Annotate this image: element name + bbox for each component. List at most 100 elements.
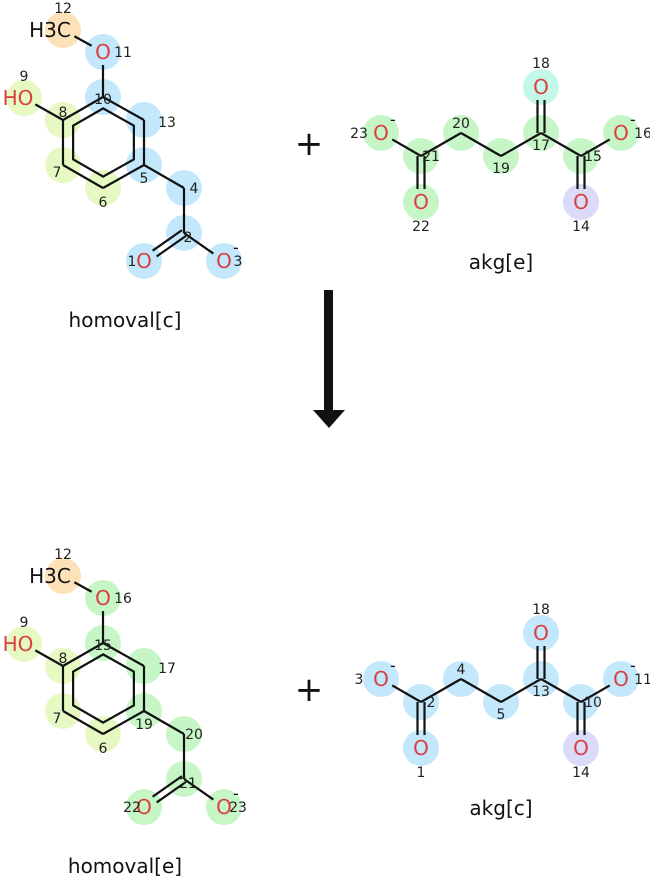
atom-symbol: O xyxy=(573,736,589,760)
single-bond xyxy=(143,710,185,735)
atom-highlight xyxy=(6,626,42,662)
atom-symbol: O xyxy=(95,40,111,64)
atom-number: 10 xyxy=(94,92,112,108)
atom-number: 11 xyxy=(634,672,650,688)
single-bond xyxy=(183,778,214,801)
atom-number: 21 xyxy=(179,776,197,792)
atom-highlight xyxy=(206,243,242,279)
atom-symbol: O xyxy=(613,667,629,691)
atom-number: 12 xyxy=(54,547,72,563)
atom-symbol: O xyxy=(413,736,429,760)
atom-highlight xyxy=(45,12,81,48)
atom-number: 4 xyxy=(457,662,466,678)
single-bond xyxy=(460,678,502,703)
charge-label: - xyxy=(630,656,636,675)
single-bond xyxy=(500,132,542,157)
atom-highlight xyxy=(563,730,599,766)
methyl-group-label: H3C xyxy=(29,564,71,588)
single-bond xyxy=(62,710,104,735)
double-bond xyxy=(416,702,426,735)
single-bond xyxy=(62,642,104,667)
atom-number: 13 xyxy=(532,684,550,700)
atom-symbol: O xyxy=(216,795,232,819)
single-bond xyxy=(183,232,214,255)
atom-highlight xyxy=(403,184,439,220)
charge-label: - xyxy=(630,110,636,129)
single-bond xyxy=(34,649,64,667)
atom-number: 8 xyxy=(59,651,68,667)
atom-number: 17 xyxy=(532,138,550,154)
single-bond xyxy=(391,138,422,157)
atom-number: 19 xyxy=(492,161,510,177)
atom-number: 12 xyxy=(54,1,72,17)
atom-symbol: O xyxy=(95,586,111,610)
atom-highlight xyxy=(126,789,162,825)
single-bond xyxy=(102,710,145,735)
atom-number: 5 xyxy=(140,171,149,187)
atom-number: 7 xyxy=(53,711,62,727)
atom-highlight xyxy=(85,34,121,70)
molecule-name-akg-c: akg[c] xyxy=(469,796,532,820)
atom-number: 14 xyxy=(572,765,590,781)
single-bond xyxy=(540,132,582,157)
atom-number: 20 xyxy=(185,727,203,743)
atom-number: 3 xyxy=(355,672,364,688)
single-bond xyxy=(540,678,582,703)
atom-number: 9 xyxy=(20,615,29,631)
single-bond xyxy=(500,678,542,703)
single-bond xyxy=(143,164,185,189)
atom-number: 15 xyxy=(94,638,112,654)
reaction-arrow xyxy=(313,290,345,428)
single-bond xyxy=(73,35,93,47)
atom-number: 8 xyxy=(59,105,68,121)
hydroxyl-group-label: HO xyxy=(3,86,34,110)
atom-symbol: O xyxy=(533,621,549,645)
atom-highlight xyxy=(603,661,639,697)
single-bond xyxy=(580,138,611,157)
single-bond xyxy=(420,132,462,157)
atom-number: 22 xyxy=(412,219,430,235)
double-bond xyxy=(152,775,187,804)
atom-number: 22 xyxy=(123,800,141,816)
atom-highlight xyxy=(363,115,399,151)
atom-highlight xyxy=(85,580,121,616)
atom-number: 14 xyxy=(572,219,590,235)
aromatic-ring-inner xyxy=(72,653,135,724)
atom-symbol: O xyxy=(413,190,429,214)
single-bond xyxy=(580,684,611,703)
atom-symbol: O xyxy=(613,121,629,145)
double-bond xyxy=(152,229,187,258)
double-bond xyxy=(576,702,586,735)
atom-number: 23 xyxy=(350,126,368,142)
atom-number: 1 xyxy=(417,765,426,781)
atom-number: 9 xyxy=(20,69,29,85)
molecule-name-homoval-e: homoval[e] xyxy=(68,854,182,877)
atom-symbol: O xyxy=(573,190,589,214)
atom-number: 18 xyxy=(532,56,550,72)
single-bond xyxy=(102,164,145,189)
atom-number: 10 xyxy=(584,695,602,711)
atom-highlight xyxy=(403,730,439,766)
atom-number: 15 xyxy=(584,149,602,165)
atom-highlight xyxy=(206,789,242,825)
double-bond xyxy=(536,646,546,679)
atom-highlight xyxy=(523,69,559,105)
atom-number: 11 xyxy=(114,45,132,61)
atom-symbol: O xyxy=(533,75,549,99)
single-bond xyxy=(102,96,145,121)
atom-symbol: O xyxy=(216,249,232,273)
atom-number: 1 xyxy=(128,254,137,270)
atom-number: 20 xyxy=(452,116,470,132)
atom-number: 4 xyxy=(190,181,199,197)
single-bond xyxy=(34,103,64,121)
single-bond xyxy=(420,678,462,703)
atom-highlight xyxy=(45,558,81,594)
atom-number: 16 xyxy=(634,126,650,142)
atom-number: 6 xyxy=(99,195,108,211)
atom-highlight xyxy=(126,243,162,279)
charge-label: - xyxy=(233,238,239,257)
atom-number: 3 xyxy=(234,254,243,270)
